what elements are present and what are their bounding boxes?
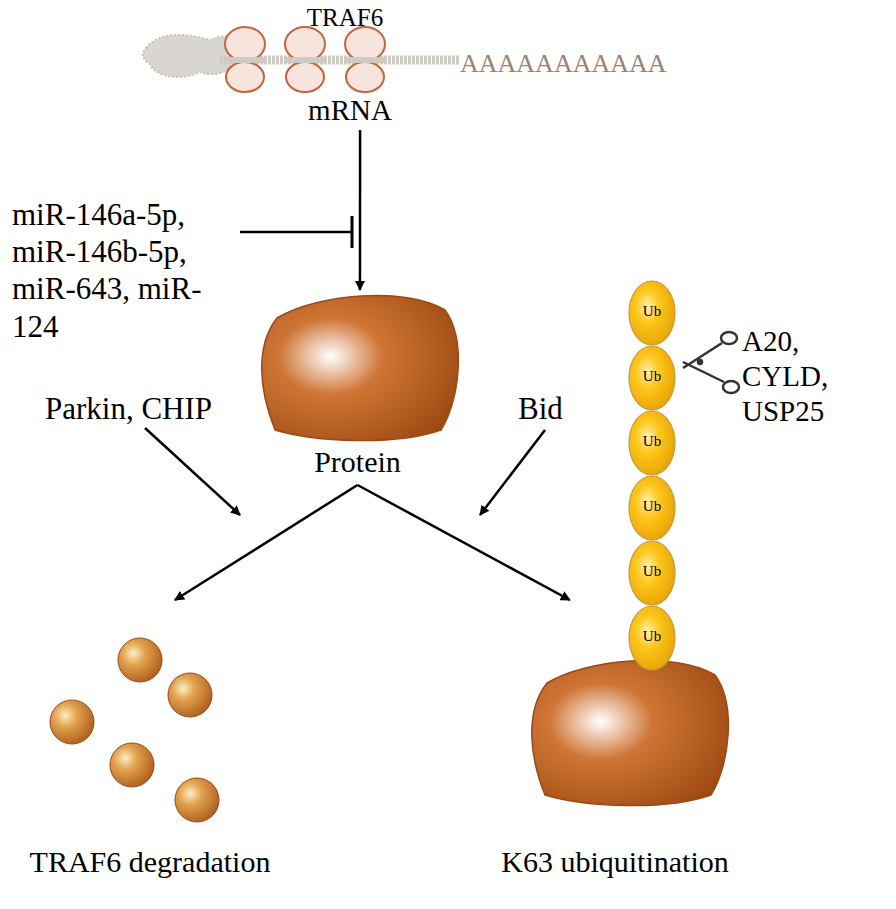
protein-shape	[262, 296, 459, 441]
fragment-sphere	[175, 778, 219, 822]
ubiquitin-circle: Ub	[628, 605, 676, 671]
regulator-label: Parkin, CHIP	[45, 390, 265, 427]
k63-protein-shape	[532, 661, 729, 806]
ribosome-large	[285, 27, 325, 61]
flow-arrow	[175, 485, 358, 600]
ubiquitin-label: Ub	[628, 498, 676, 515]
ubiquitin-shape	[629, 541, 675, 605]
node-label: TRAF6 degradation	[0, 845, 305, 880]
k63-blob	[532, 661, 729, 806]
mirna-list: miR-146a-5p, miR-146b-5p, miR-643, miR-1…	[12, 196, 247, 345]
fragment-sphere	[118, 638, 162, 682]
regulator-label: Bid	[518, 390, 598, 427]
ubiquitin-label: Ub	[628, 628, 676, 645]
ubiquitin-circle: Ub	[628, 410, 676, 476]
ubiquitin-circle: Ub	[628, 345, 676, 411]
promote-arrow	[145, 428, 240, 515]
node-label: Protein	[275, 445, 440, 480]
degradation-group: TRAF6 degradation	[5, 600, 295, 890]
flow-arrow	[359, 130, 362, 290]
ribosome-small	[226, 62, 264, 92]
inhibition-bar	[351, 216, 354, 248]
ribosome-small	[286, 62, 324, 92]
ubiquitin-shape	[629, 606, 675, 670]
fragment-sphere	[110, 743, 154, 787]
ubiquitin-label: Ub	[628, 433, 676, 450]
mrna-fold	[143, 35, 239, 77]
node-label: TRAF6	[290, 4, 400, 33]
ubiquitin-shape	[629, 346, 675, 410]
ubiquitin-label: Ub	[628, 563, 676, 580]
fragment-sphere	[50, 700, 94, 744]
ribosome-cleft	[225, 57, 265, 63]
ribosome-small	[346, 62, 384, 92]
ribosome-cleft	[345, 57, 385, 63]
ribosome-large	[345, 27, 385, 61]
protein-blob: Protein	[255, 290, 460, 485]
ribosome-cleft	[285, 57, 325, 63]
node-label: K63 ubiquitination	[430, 845, 800, 880]
inhibition-line	[240, 231, 352, 234]
ubiquitin-label: Ub	[628, 368, 676, 385]
ubiquitin-circle: Ub	[628, 475, 676, 541]
node-label: mRNA	[290, 94, 410, 127]
ubiquitin-shape	[629, 476, 675, 540]
ubiquitin-label: Ub	[628, 303, 676, 320]
ubiquitin-shape	[629, 281, 675, 345]
ubiquitin-circle: Ub	[628, 540, 676, 606]
flow-arrow	[358, 485, 570, 600]
ubiquitinated-protein: K63 ubiquitination	[440, 600, 790, 890]
fragment-sphere	[168, 673, 212, 717]
polya-tail: AAAAAAAAAAA	[460, 48, 690, 79]
scissors-symbol	[683, 332, 739, 393]
ribosome-large	[225, 27, 265, 61]
ubiquitin-circle: Ub	[628, 280, 676, 346]
promote-arrow	[480, 430, 545, 515]
deubiquitinase-list: A20, CYLD, USP25	[742, 324, 867, 428]
ubiquitin-shape	[629, 411, 675, 475]
